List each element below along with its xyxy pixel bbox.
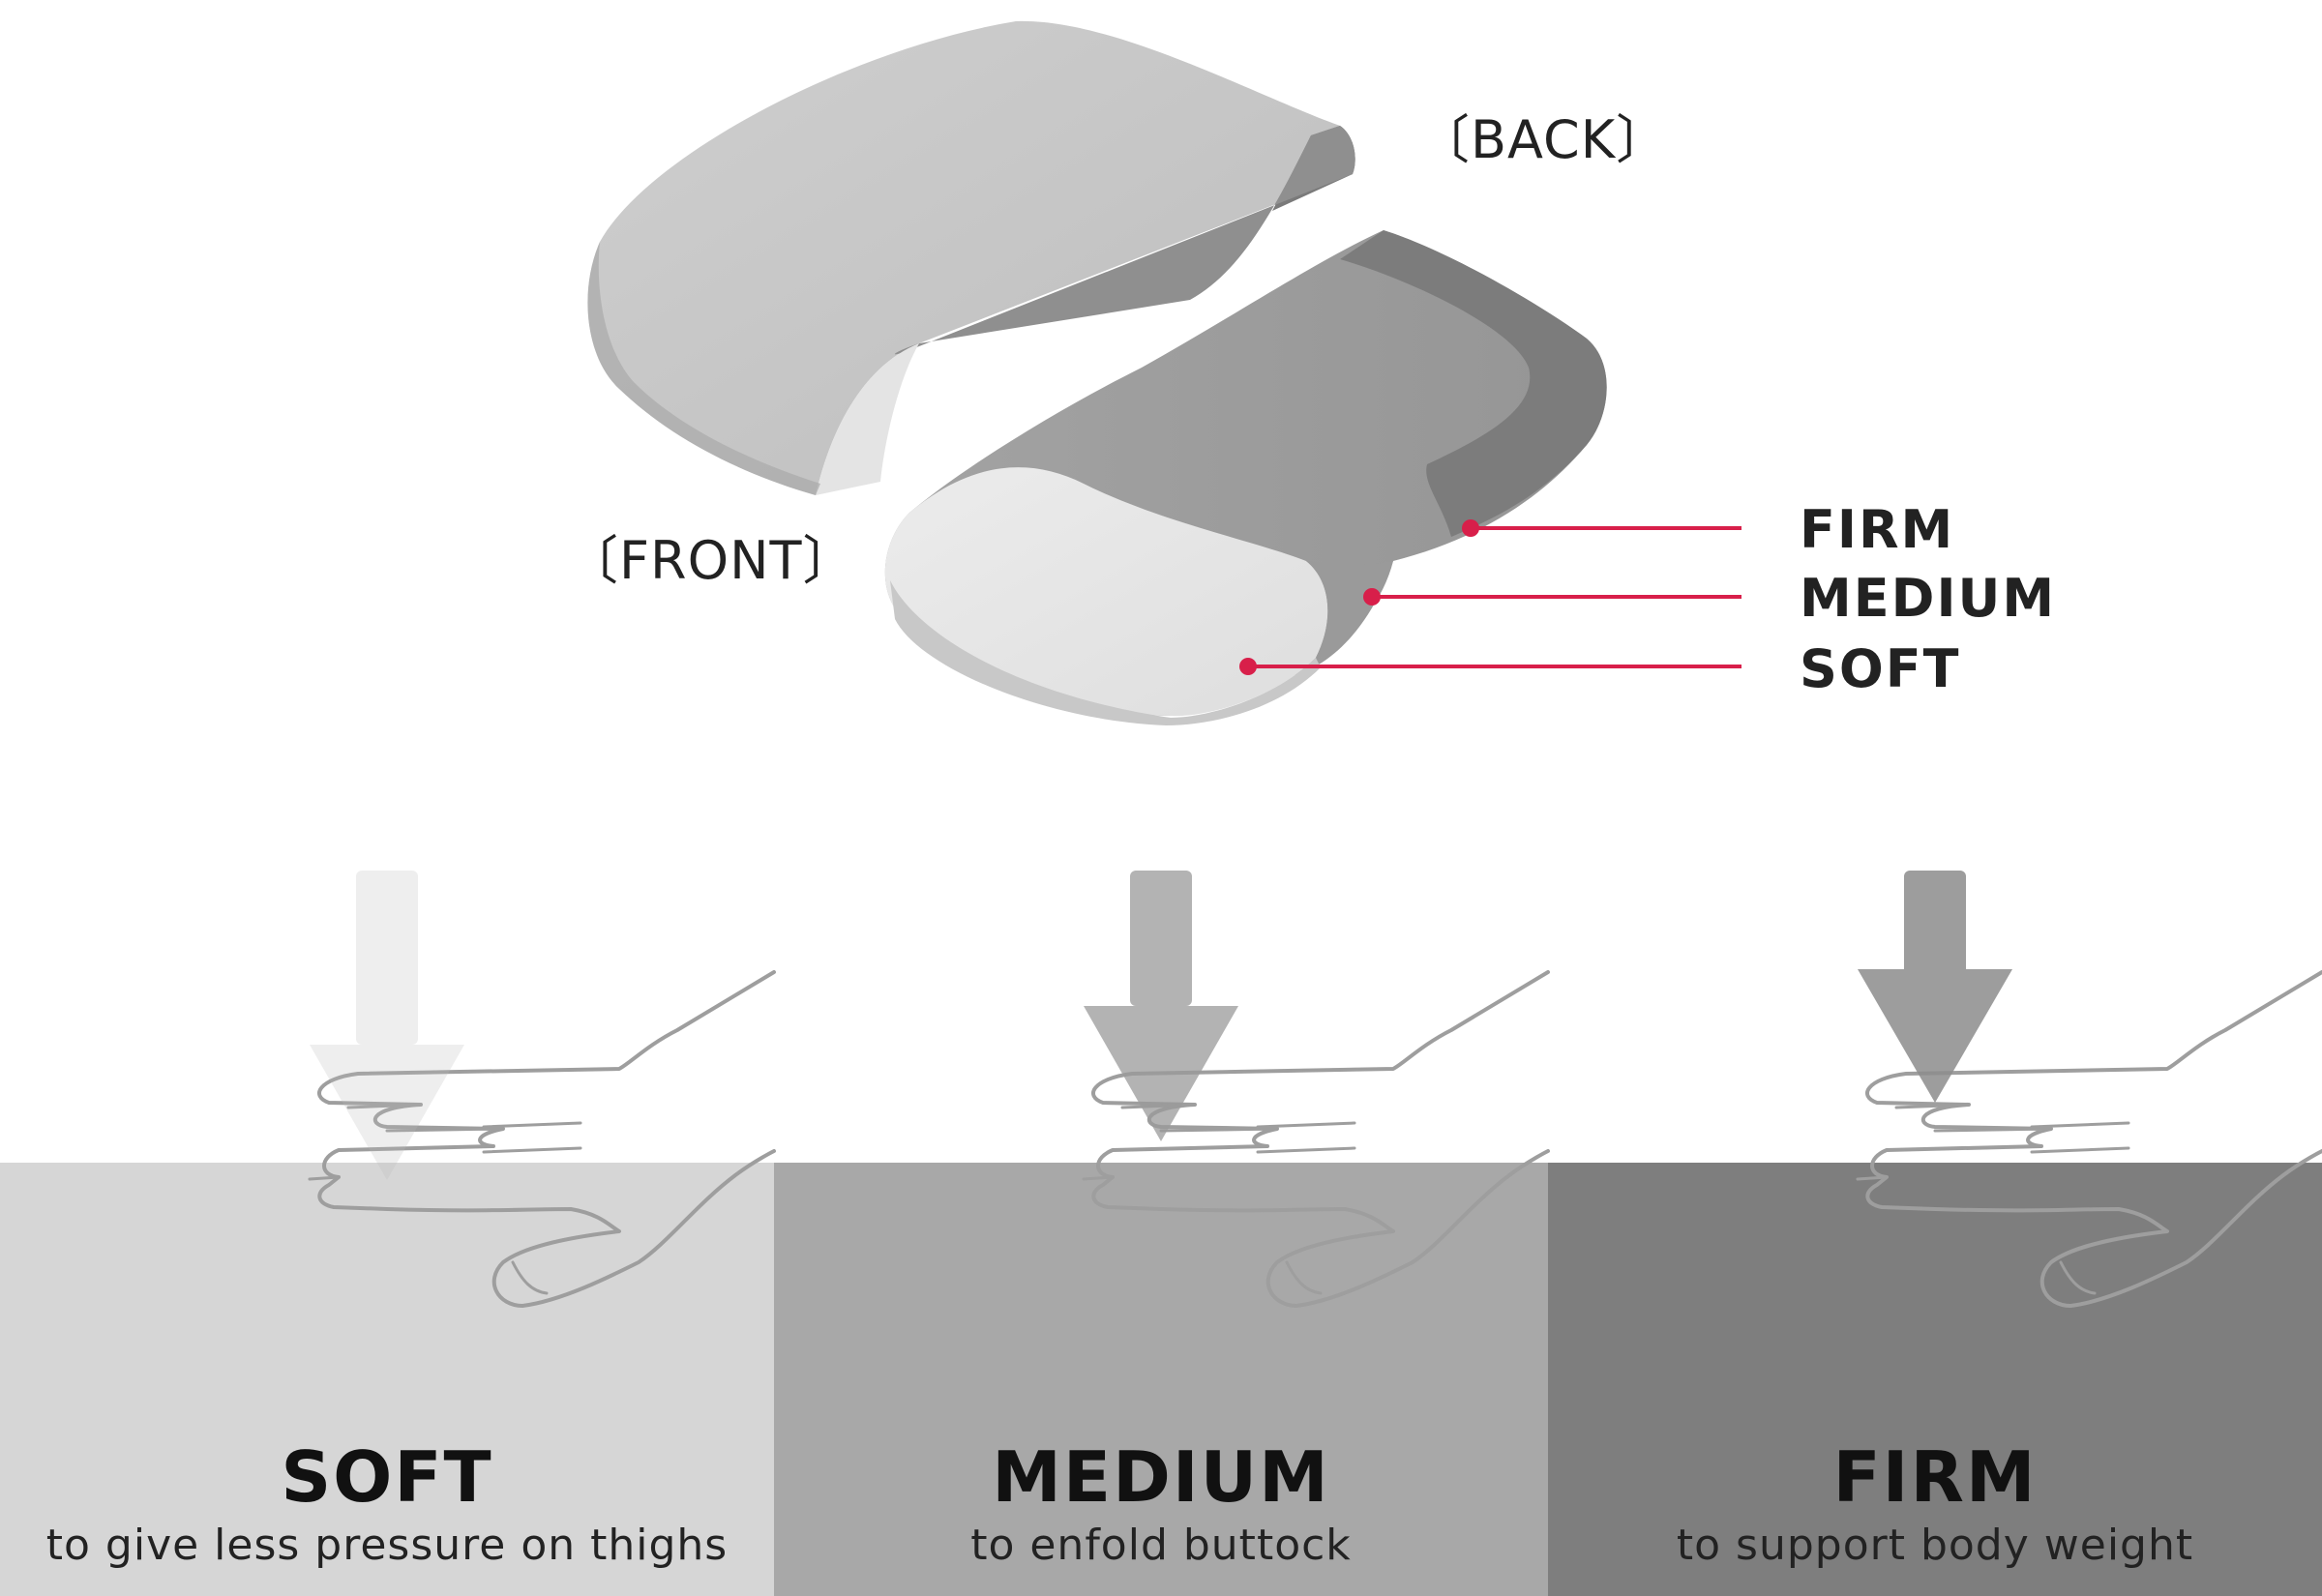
medium-hand-illustration bbox=[1082, 871, 1550, 1308]
firm-zone-label: FIRM bbox=[1800, 499, 1954, 560]
cushion-back-piece bbox=[587, 20, 1355, 496]
firm-panel-caption: to support body weight bbox=[1677, 1521, 2193, 1570]
firm-panel-bg bbox=[1548, 1163, 2322, 1596]
medium-zone-label: MEDIUM bbox=[1800, 568, 2056, 629]
firm-arrow-icon bbox=[1858, 871, 2012, 1103]
zone-callouts: FIRM MEDIUM SOFT bbox=[1239, 499, 2056, 699]
firm-panel-title: FIRM bbox=[1832, 1436, 2037, 1518]
soft-panel-caption: to give less pressure on thighs bbox=[46, 1521, 728, 1570]
soft-arrow-icon bbox=[310, 871, 464, 1180]
cushion-front-piece bbox=[884, 230, 1607, 725]
soft-zone-label: SOFT bbox=[1800, 638, 1961, 699]
firm-hand-illustration bbox=[1856, 871, 2322, 1308]
medium-panel-bg bbox=[774, 1163, 1548, 1596]
medium-panel-title: MEDIUM bbox=[992, 1436, 1330, 1518]
soft-hand-illustration bbox=[308, 871, 776, 1308]
medium-panel-caption: to enfold buttock bbox=[970, 1521, 1352, 1570]
cushion-illustration bbox=[587, 20, 1607, 725]
soft-panel-bg bbox=[0, 1163, 774, 1596]
medium-arrow-icon bbox=[1084, 871, 1238, 1141]
back-label: 〔BACK〕 bbox=[1417, 109, 1669, 170]
front-label: 〔FRONT〕 bbox=[566, 530, 855, 591]
soft-panel-title: SOFT bbox=[281, 1436, 492, 1518]
